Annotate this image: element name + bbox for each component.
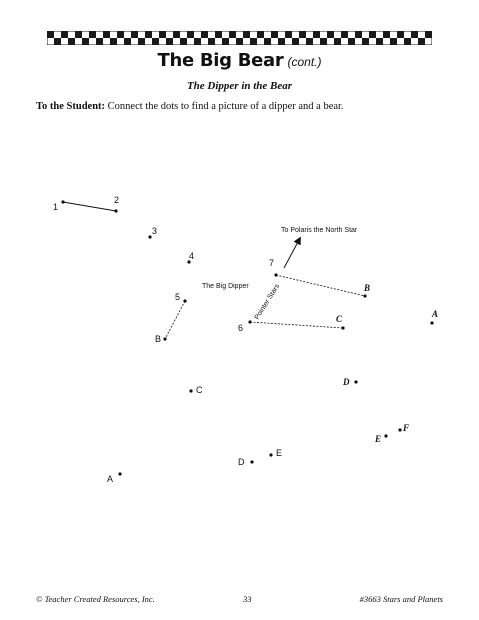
- dot-label-script-b: B: [363, 283, 370, 293]
- dot-2: [114, 209, 118, 213]
- line-5-b: [164, 300, 186, 340]
- checkered-border: [47, 31, 432, 45]
- pointer-stars-label: Pointer Stars: [254, 283, 282, 321]
- dot-label-3: 3: [152, 226, 157, 236]
- dot-label-script-f: F: [402, 423, 409, 433]
- dot-label-script-d: D: [342, 377, 350, 387]
- page-title: The Big Bear: [157, 50, 284, 71]
- dot-label-script-e: E: [374, 434, 381, 444]
- line-7-b: [275, 274, 366, 297]
- page-subtitle: The Dipper in the Bear: [186, 80, 293, 92]
- dot-script-d: [354, 380, 358, 384]
- dot-label-script-c: C: [336, 314, 343, 324]
- dot-7: [274, 273, 278, 277]
- dot-label-e: E: [276, 448, 282, 458]
- footer-book-title: #3663 Stars and Planets: [359, 594, 443, 604]
- dot-label-7: 7: [269, 258, 274, 268]
- footer-page-number: 33: [243, 594, 252, 604]
- dot-label-4: 4: [189, 251, 194, 261]
- dot-label-a: A: [107, 474, 113, 484]
- polaris-arrow: [283, 236, 301, 269]
- dot-script-c: [341, 326, 345, 330]
- dot-b: [163, 337, 167, 341]
- instructions: To the Student: Connect the dots to find…: [36, 101, 344, 112]
- dot-3: [148, 235, 152, 239]
- dot-script-e: [384, 434, 388, 438]
- dot-a: [118, 472, 122, 476]
- dot-e: [269, 453, 273, 457]
- polaris-label: To Polaris the North Star: [281, 227, 358, 234]
- line-6-c: [249, 321, 344, 329]
- dot-label-c: C: [196, 385, 203, 395]
- dot-label-script-a: A: [431, 309, 438, 319]
- line-1-2: [62, 201, 117, 212]
- dot-1: [61, 200, 65, 204]
- dot-5: [183, 299, 187, 303]
- title-suffix: (cont.): [287, 55, 322, 69]
- dot-label-5: 5: [175, 292, 180, 302]
- instructions-label: To the Student:: [36, 101, 106, 112]
- dot-script-f: [398, 428, 402, 432]
- dot-d: [250, 460, 254, 464]
- dot-label-1: 1: [53, 202, 58, 212]
- instructions-text: Connect the dots to find a picture of a …: [105, 101, 344, 112]
- dot-4: [187, 260, 191, 264]
- footer-copyright: © Teacher Created Resources, Inc.: [36, 594, 155, 604]
- title-block: The Big Bear(cont.): [0, 50, 479, 71]
- dot-label-b: B: [155, 334, 161, 344]
- dot-label-2: 2: [114, 195, 119, 205]
- dot-label-6: 6: [238, 323, 243, 333]
- dot-script-b: [363, 294, 367, 298]
- dot-6: [248, 320, 252, 324]
- dot-label-d: D: [238, 457, 245, 467]
- big-dipper-label: The Big Dipper: [202, 283, 249, 290]
- dot-c: [189, 389, 193, 393]
- dot-script-a: [430, 321, 434, 325]
